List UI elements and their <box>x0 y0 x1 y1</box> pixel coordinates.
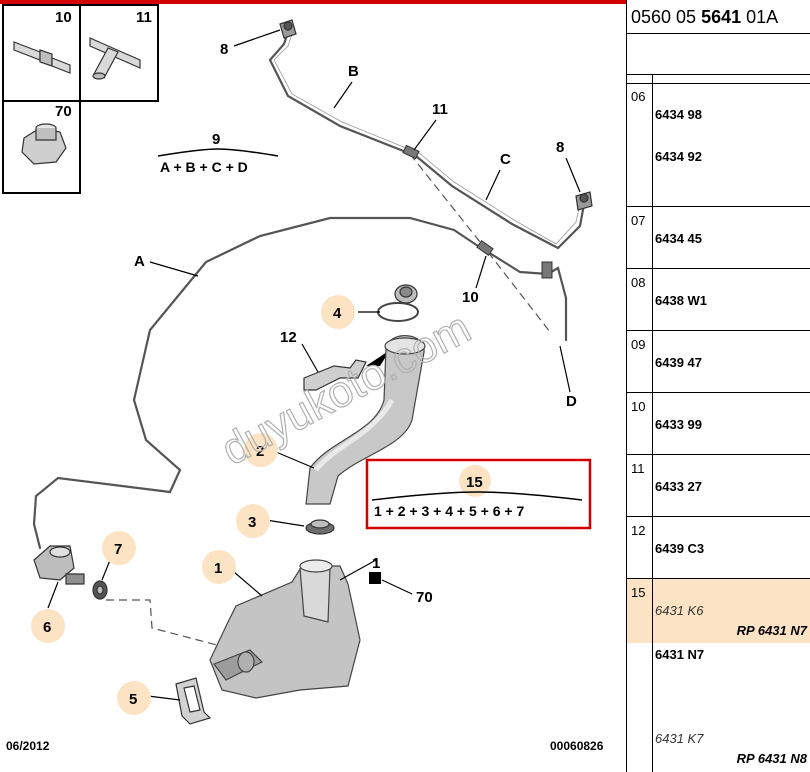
label-12: 12 <box>280 329 297 346</box>
part-code: 6434 45 <box>655 231 702 246</box>
hose-connector-icons <box>402 144 553 279</box>
part-code: 6434 98 <box>655 107 702 122</box>
hex-nut-icon <box>21 123 67 165</box>
row-number: 15 <box>631 585 646 600</box>
retaining-clip-icon <box>175 677 212 725</box>
parts-diagram: 10 11 70 9 A + B + C + D <box>0 0 626 753</box>
parts-row[interactable]: 11 6433 27 <box>627 455 810 517</box>
parts-row[interactable]: 10 6433 99 <box>627 393 810 455</box>
header-suffix: 01A <box>741 7 779 27</box>
parts-row-continued[interactable]: 6431 N7 6431 K7 RP 6431 N8 <box>627 643 810 772</box>
label-a: A <box>134 253 145 270</box>
part-code: 6431 N7 <box>655 647 705 662</box>
washer-reservoir-icon <box>209 559 361 699</box>
label-b: B <box>348 63 359 80</box>
replacement-code: RP 6431 N7 <box>736 623 807 638</box>
label-8-right: 8 <box>556 139 564 156</box>
parts-row[interactable]: 07 6434 45 <box>627 207 810 269</box>
callout-1: 1 <box>214 560 222 577</box>
part-code: 6438 W1 <box>655 293 708 308</box>
inset-label-10: 10 <box>55 9 72 26</box>
row-number: 10 <box>631 399 646 414</box>
part-code-alt: 6431 K6 <box>655 603 704 618</box>
footer-date: 06/2012 <box>6 739 50 753</box>
parts-row[interactable]: 12 6439 C3 <box>627 517 810 579</box>
callout-2: 2 <box>256 443 264 460</box>
panel-header: 0560 05 5641 01A <box>627 0 810 34</box>
brace-15 <box>371 491 583 501</box>
parts-row-highlighted[interactable]: 15 6431 K6 RP 6431 N7 <box>627 579 810 643</box>
inset-boxes <box>2 4 159 194</box>
panel-subheader <box>627 74 810 84</box>
hoses <box>32 30 586 550</box>
formula-15: 1 + 2 + 3 + 4 + 5 + 6 + 7 <box>374 503 524 519</box>
inset-label-70: 70 <box>55 103 72 120</box>
pump-seal-icon <box>92 580 108 600</box>
svg-text:1: 1 <box>372 555 380 572</box>
label-d: D <box>566 393 577 410</box>
callout-7: 7 <box>114 541 122 558</box>
washer-pump-icon <box>33 545 85 585</box>
washer-nozzle-right-icon <box>575 191 593 211</box>
part-code: 6439 C3 <box>655 541 705 556</box>
header-prefix: 0560 05 <box>631 7 702 27</box>
header-bold: 5641 <box>701 7 742 27</box>
group-label-9: 9 <box>212 131 220 148</box>
arrow-icon <box>366 350 390 366</box>
row-number: 07 <box>631 213 646 228</box>
group-box-15 <box>365 458 592 530</box>
part-code: 6433 27 <box>655 479 702 494</box>
label-10: 10 <box>462 289 479 306</box>
fixing-70-marker <box>369 572 381 584</box>
parts-row[interactable]: 06 6434 98 6434 92 <box>627 83 810 207</box>
part-code: 6439 47 <box>655 355 702 370</box>
part-code: 6434 92 <box>655 149 702 164</box>
callout-3: 3 <box>248 514 256 531</box>
grommet-icon <box>305 519 335 535</box>
dashed-leaders <box>106 153 551 651</box>
callout-markers <box>31 295 491 715</box>
footer-ref: 00060826 <box>550 739 604 753</box>
row-number: 08 <box>631 275 646 290</box>
washer-nozzle-left-icon <box>279 19 297 39</box>
label-70: 70 <box>416 589 433 606</box>
callout-5: 5 <box>129 691 137 708</box>
label-8-left: 8 <box>220 41 228 58</box>
straight-connector-icon <box>13 41 71 74</box>
callout-15: 15 <box>466 474 483 491</box>
bracket-icon <box>303 359 367 391</box>
part-code: 6433 99 <box>655 417 702 432</box>
parts-list-panel: 0560 05 5641 01A 06 6434 98 6434 92 07 6… <box>626 0 810 772</box>
row-number: 11 <box>631 461 645 476</box>
top-red-bar <box>0 0 626 4</box>
label-c: C <box>500 151 511 168</box>
t-connector-icon <box>89 37 141 80</box>
row-number: 06 <box>631 89 646 104</box>
formula-9: A + B + C + D <box>160 159 248 175</box>
row-number: 09 <box>631 337 646 352</box>
parts-row[interactable]: 09 6439 47 <box>627 331 810 393</box>
filler-cap-icon <box>377 284 419 322</box>
part-code-alt: 6431 K7 <box>655 731 704 746</box>
row-number: 12 <box>631 523 646 538</box>
inset-label-11: 11 <box>136 9 152 26</box>
filler-neck-icon <box>305 335 426 505</box>
replacement-code: RP 6431 N8 <box>736 751 807 766</box>
parts-row[interactable]: 08 6438 W1 <box>627 269 810 331</box>
brace-9 <box>157 148 279 157</box>
callout-6: 6 <box>43 619 51 636</box>
label-11: 11 <box>432 101 448 118</box>
callout-4: 4 <box>333 305 342 322</box>
